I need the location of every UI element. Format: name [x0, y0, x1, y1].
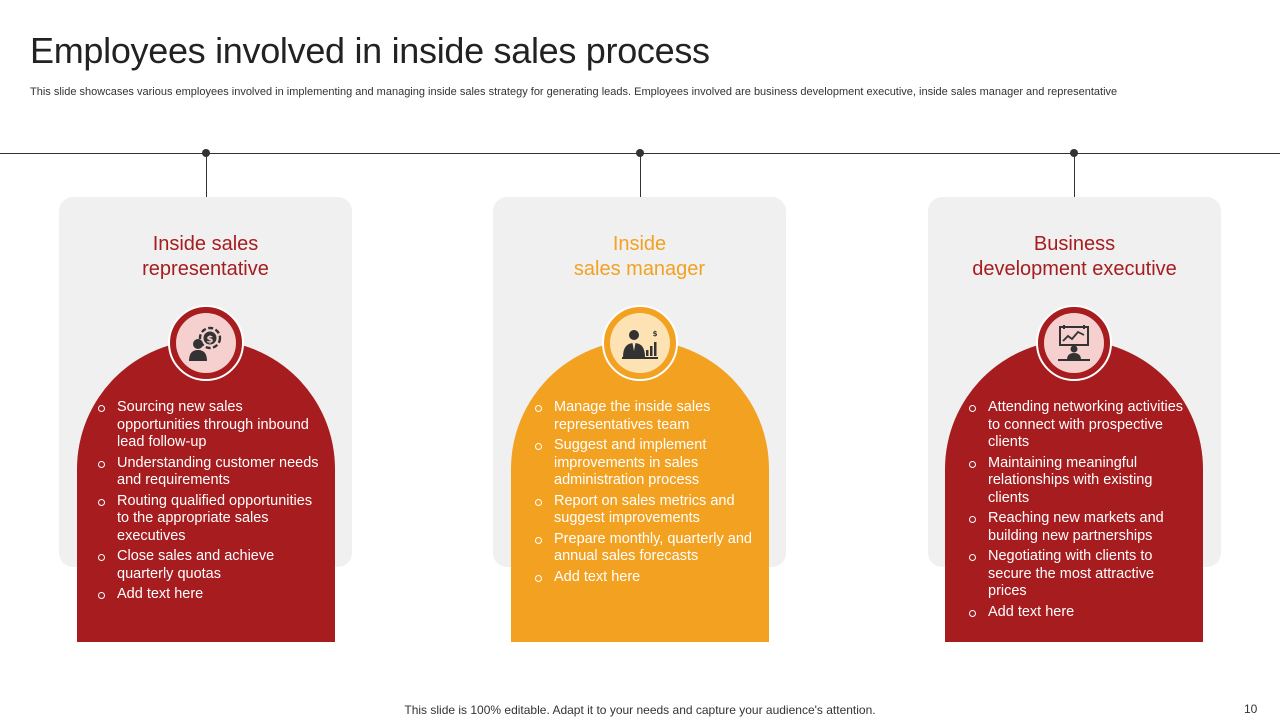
card-bullet-list: Sourcing new sales opportunities through…: [97, 399, 319, 607]
list-item: Routing qualified opportunities to the a…: [97, 493, 319, 546]
list-item: Add text here: [968, 604, 1190, 622]
svg-text:$: $: [653, 330, 658, 338]
list-item: Add text here: [97, 586, 319, 604]
icon-inner: $: [176, 313, 236, 373]
icon-ring: $: [602, 305, 678, 381]
timeline-stem-1: [206, 156, 207, 197]
icon-inner: $: [610, 313, 670, 373]
list-item: Attending networking activities to conne…: [968, 399, 1190, 452]
list-item: Manage the inside sales representatives …: [534, 399, 752, 434]
list-item: Close sales and achieve quarterly quotas: [97, 548, 319, 583]
card-title: Inside sales manager: [573, 233, 706, 280]
card-arch: [511, 340, 769, 642]
page-number: 10: [1244, 702, 1258, 716]
card-arch: [77, 340, 335, 642]
timeline-dot-2: [636, 149, 644, 157]
list-item: Negotiating with clients to secure the m…: [968, 548, 1190, 601]
card-bullet-list: Manage the inside sales representatives …: [534, 399, 752, 589]
slide-title: Employees involved in inside sales proce…: [30, 30, 710, 71]
icon-ring: [1036, 305, 1112, 381]
list-item: Understanding customer needs and require…: [97, 455, 319, 490]
list-item: Prepare monthly, quarterly and annual sa…: [534, 531, 752, 566]
list-item: Sourcing new sales opportunities through…: [97, 399, 319, 452]
list-item: Suggest and implement improvements in sa…: [534, 437, 752, 490]
icon-inner: [1044, 313, 1104, 373]
list-item: Add text here: [534, 569, 752, 587]
presenter-board-icon: [1058, 325, 1090, 361]
icon-ring: $: [168, 305, 244, 381]
svg-text:$: $: [207, 335, 214, 346]
salesperson-dollar-icon: $: [189, 326, 222, 361]
timeline-dot-3: [1070, 149, 1078, 157]
card-title: Inside sales representative: [142, 233, 269, 280]
slide-footer: This slide is 100% editable. Adapt it to…: [404, 703, 876, 717]
manager-growth-chart-icon: $: [622, 330, 658, 359]
card-title: Business development executive: [972, 233, 1177, 280]
list-item: Report on sales metrics and suggest impr…: [534, 493, 752, 528]
slide-subtitle: This slide showcases various employees i…: [30, 86, 1118, 98]
card-bullet-list: Attending networking activities to conne…: [968, 399, 1190, 624]
list-item: Reaching new markets and building new pa…: [968, 510, 1190, 545]
list-item: Maintaining meaningful relationships wit…: [968, 455, 1190, 508]
timeline-stem-2: [640, 156, 641, 197]
timeline-dot-1: [202, 149, 210, 157]
card-arch: [945, 340, 1203, 642]
timeline-stem-3: [1074, 156, 1075, 197]
